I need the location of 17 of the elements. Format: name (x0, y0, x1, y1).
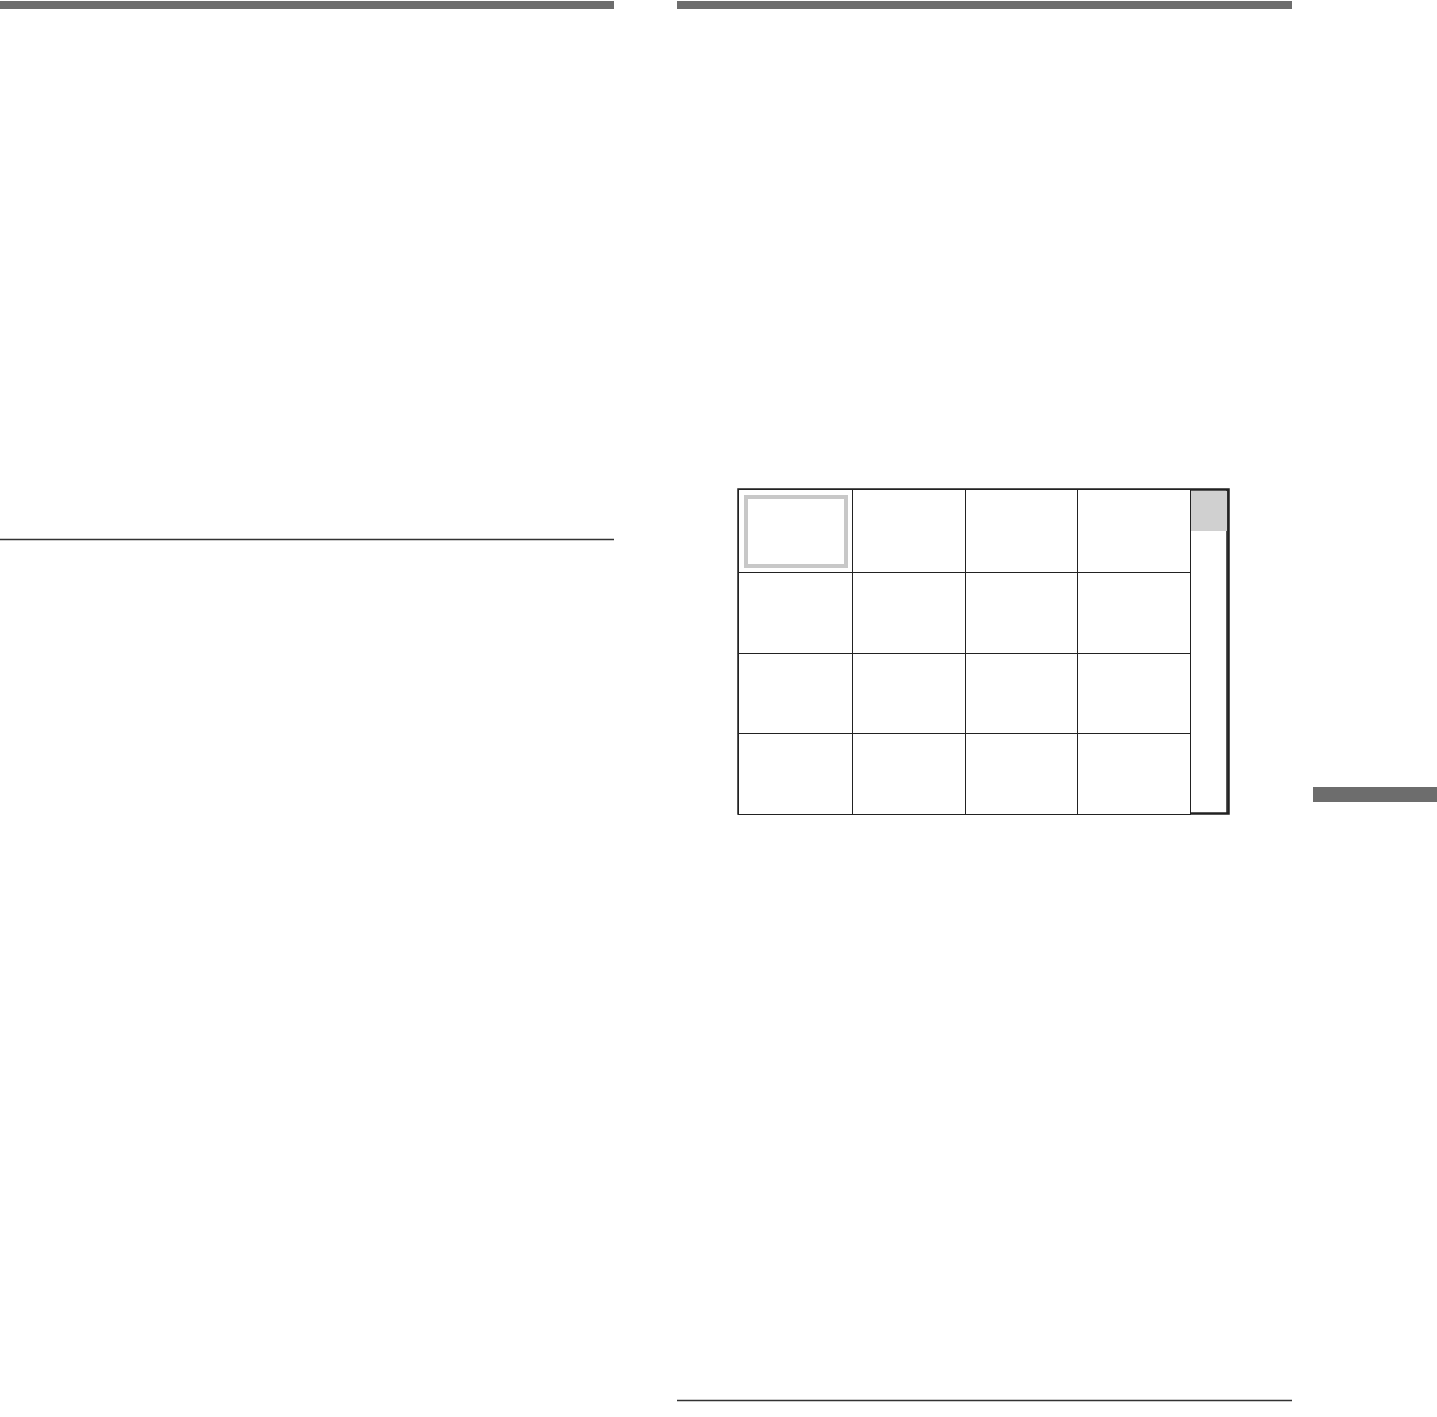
grid-cell (738, 653, 854, 735)
grid-cell (965, 733, 1079, 815)
grid-cell (738, 572, 854, 655)
grid-cell (738, 733, 854, 815)
grid-cell (1077, 653, 1191, 735)
grid-cell (852, 489, 967, 574)
grid-cell (965, 489, 1079, 574)
grid-cell (965, 572, 1079, 655)
grid-cell (738, 489, 854, 574)
grid-cell (1077, 733, 1191, 815)
grid-cell (852, 572, 967, 655)
grid-cell (1077, 572, 1191, 655)
grid-cell (852, 733, 967, 815)
section-tab (1313, 787, 1437, 802)
grid-cell (852, 653, 967, 735)
grid-cell (965, 653, 1079, 735)
grid-cell (1077, 489, 1191, 574)
